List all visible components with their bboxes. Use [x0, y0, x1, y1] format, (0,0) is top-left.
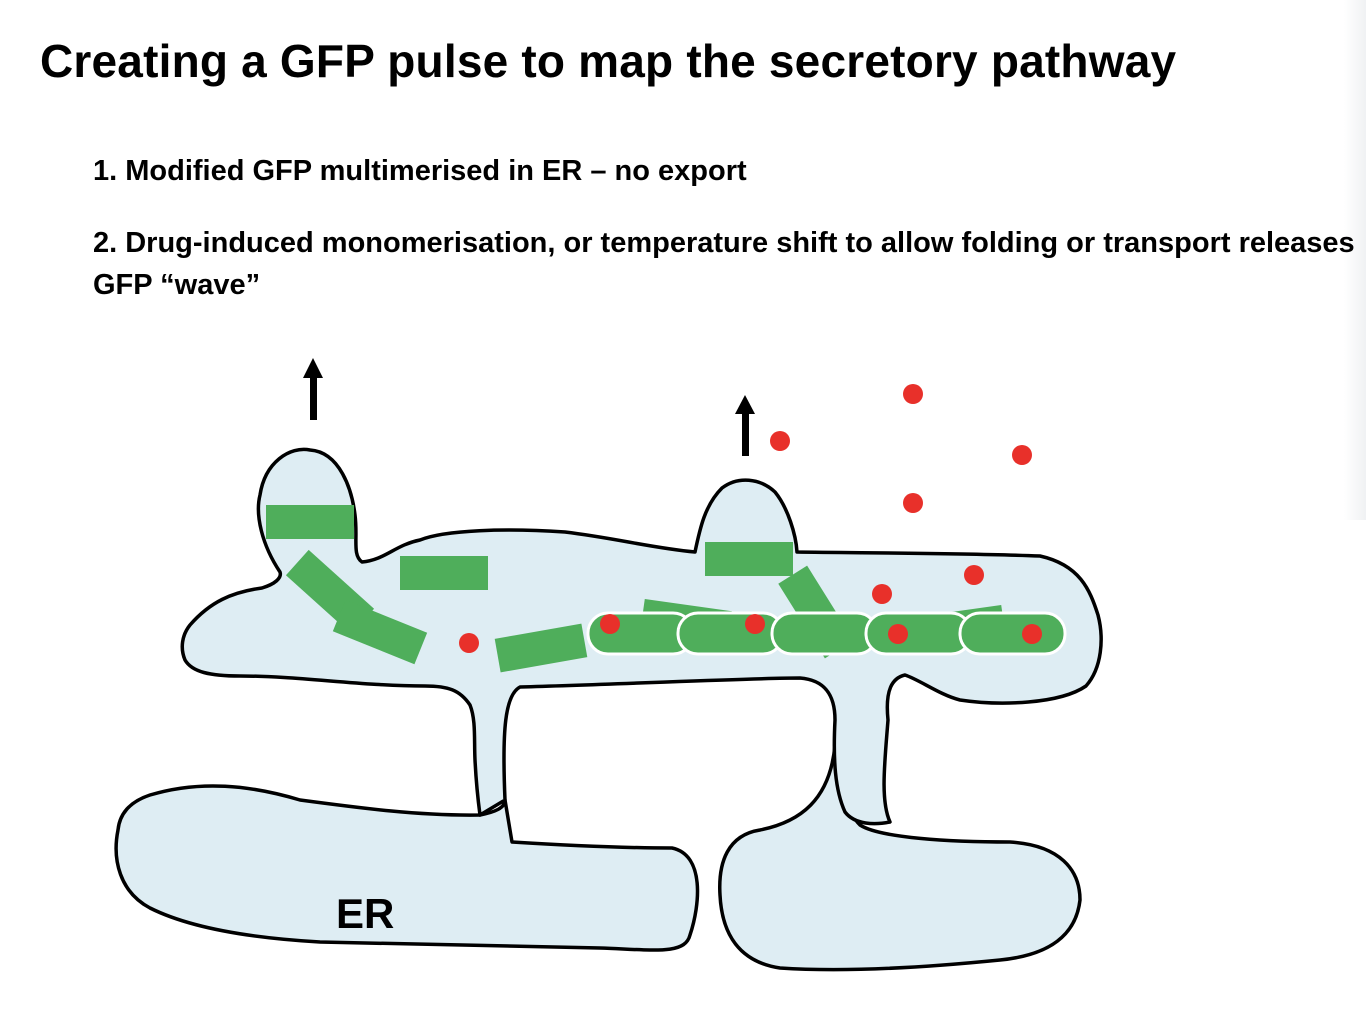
er-cisterna-lower-right [718, 743, 1082, 972]
cargo-dot [888, 624, 908, 644]
tubular-carrier [676, 611, 785, 656]
slide-title: Creating a GFP pulse to map the secretor… [40, 35, 1177, 87]
cargo-dot [1012, 445, 1032, 465]
er-label: ER [336, 890, 394, 937]
bullet-list: 1. Modified GFP multimerised in ER – no … [93, 150, 1358, 306]
tubular-carrier [958, 611, 1067, 656]
cargo-dot [770, 431, 790, 451]
cargo-dot [903, 384, 923, 404]
cargo-dot [600, 614, 620, 634]
cargo-dot [903, 493, 923, 513]
tubular-carrier [770, 611, 879, 656]
gfp-rod [400, 556, 488, 590]
cargo-dot [964, 565, 984, 585]
cargo-dot [872, 584, 892, 604]
cargo-dot [459, 633, 479, 653]
gfp-rod [332, 599, 428, 665]
cargo-dot [745, 614, 765, 634]
gfp-rod [705, 542, 793, 576]
tubular-carrier [864, 611, 973, 656]
bullet-item-1: 1. Modified GFP multimerised in ER – no … [93, 155, 747, 187]
gfp-rod [266, 505, 354, 539]
slide-edge-shadow [1344, 0, 1366, 520]
export-arrow-right [735, 395, 755, 456]
bullet-item-2: 2. Drug-induced monomerisation, or tempe… [93, 227, 1355, 301]
cargo-dot-group [459, 384, 1042, 653]
tubular-carrier-group [586, 611, 1067, 656]
export-arrow-left [303, 358, 323, 420]
er-cisterna-lower-left [114, 784, 700, 952]
gfp-rod [494, 623, 588, 673]
cargo-dot [1022, 624, 1042, 644]
